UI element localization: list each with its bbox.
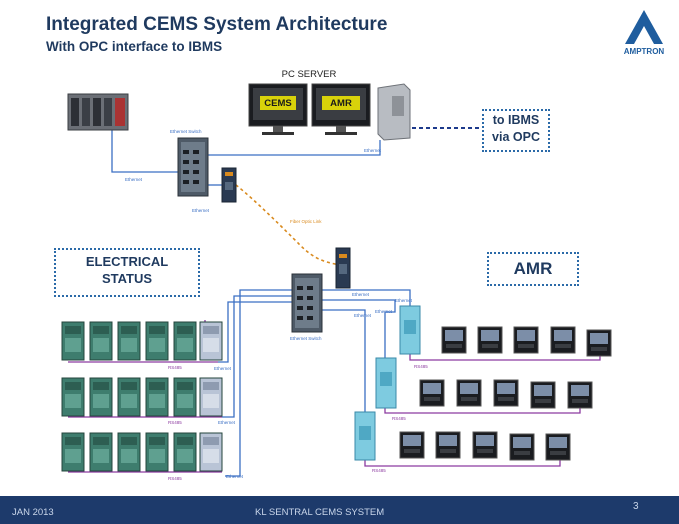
power-meter	[513, 326, 539, 354]
label-rs485-amr1: RS485	[414, 364, 428, 369]
electrical-line1: ELECTRICAL	[85, 254, 169, 269]
io-module	[199, 321, 223, 361]
footer-bar: JAN 2013 KL SENTRAL CEMS SYSTEM 3	[0, 496, 679, 524]
io-module	[61, 432, 85, 472]
label-ethernet-row1: Ethernet	[214, 366, 232, 371]
power-meter	[399, 431, 425, 459]
power-meter	[435, 431, 461, 459]
amr-monitor-label: AMR	[330, 98, 352, 109]
power-meter	[472, 431, 498, 459]
power-meter	[441, 326, 467, 354]
power-meter	[477, 326, 503, 354]
ibms-line2: via OPC	[492, 130, 540, 144]
power-meter	[530, 381, 556, 409]
power-meter	[509, 433, 535, 461]
cems-monitor-label: CEMS	[264, 98, 291, 109]
power-meter	[567, 381, 593, 409]
label-fiber-optic-link: Fiber Optic Link	[290, 219, 322, 224]
io-module	[145, 432, 169, 472]
media-converter-top	[221, 167, 237, 203]
label-rs485-amr3: RS485	[372, 468, 386, 473]
label-ethernet-row3: Ethernet	[226, 474, 244, 479]
label-ethernet-gw3: Ethernet	[354, 313, 372, 318]
io-module	[117, 432, 141, 472]
io-module	[89, 321, 113, 361]
electrical-io-modules	[61, 321, 223, 472]
power-meter	[419, 379, 445, 407]
amptron-logo: AMPTRON	[619, 8, 669, 60]
io-module	[173, 321, 197, 361]
footer-title: KL SENTRAL CEMS SYSTEM	[255, 507, 385, 518]
page-subtitle: With OPC interface to IBMS	[46, 39, 223, 54]
media-converter-bottom	[335, 247, 351, 289]
label-rs485-amr2: RS485	[392, 416, 406, 421]
power-meter	[456, 379, 482, 407]
label-ethernet-server: Ethernet	[364, 148, 382, 153]
pc-server-label: PC SERVER	[282, 69, 337, 80]
label-rs485-row1: RS485	[168, 365, 182, 370]
io-module	[173, 432, 197, 472]
amr-box: AMR	[487, 252, 579, 286]
ethernet-cables	[111, 128, 411, 477]
io-module	[173, 377, 197, 417]
power-meter	[586, 329, 612, 357]
amr-gateways	[354, 305, 421, 461]
pc-server	[248, 83, 411, 141]
amr-power-meters	[399, 326, 612, 461]
io-module	[145, 321, 169, 361]
power-meter	[545, 433, 571, 461]
io-module	[89, 377, 113, 417]
io-module	[199, 377, 223, 417]
io-module	[145, 377, 169, 417]
plc-rack	[67, 93, 129, 131]
amr-label: AMR	[513, 259, 553, 278]
label-ethernet-converter: Ethernet	[192, 208, 210, 213]
label-ethernet-converter-bottom: Ethernet	[352, 292, 370, 297]
logo-text: AMPTRON	[623, 47, 665, 56]
architecture-diagram: PC SERVER CEMS AMR Ethernet Switch Ether…	[61, 69, 612, 481]
fiber-optic-link	[235, 184, 341, 266]
label-ethernet-plc: Ethernet	[125, 177, 143, 182]
label-ethernet-switch-bottom: Ethernet Switch	[290, 336, 322, 341]
label-rs485-row2: RS485	[168, 420, 182, 425]
io-module	[117, 377, 141, 417]
power-meter	[493, 379, 519, 407]
ibms-line1: to IBMS	[492, 113, 540, 127]
io-module	[89, 432, 113, 472]
footer-date: JAN 2013	[12, 507, 54, 518]
io-module	[117, 321, 141, 361]
label-rs485-row3: RS485	[168, 476, 182, 481]
page-title: Integrated CEMS System Architecture	[46, 14, 388, 35]
ethernet-switch-bottom	[291, 273, 323, 333]
label-ethernet-gw1: Ethernet	[395, 298, 413, 303]
electrical-line2: STATUS	[101, 271, 153, 286]
label-ethernet-row2: Ethernet	[218, 420, 236, 425]
label-ethernet-switch-top: Ethernet Switch	[170, 129, 202, 134]
io-module	[199, 432, 223, 472]
electrical-status-box: ELECTRICAL STATUS	[54, 248, 200, 297]
io-module	[61, 321, 85, 361]
io-module	[61, 377, 85, 417]
power-meter	[550, 326, 576, 354]
ibms-opc-box: to IBMS via OPC	[482, 109, 550, 152]
ethernet-switch-top	[177, 137, 209, 197]
label-ethernet-gw2: Ethernet	[375, 309, 393, 314]
amptron-logo-icon	[625, 10, 663, 44]
page-number: 3	[633, 501, 639, 512]
